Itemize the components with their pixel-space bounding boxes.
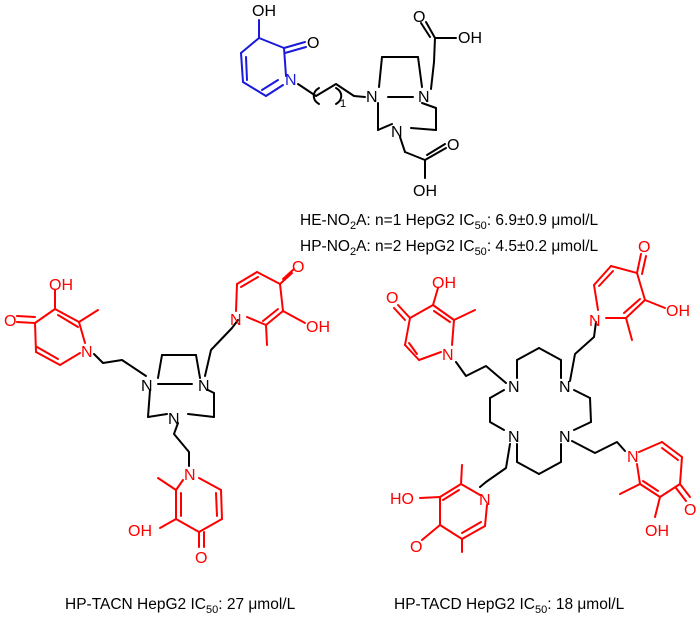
tacn-structure: N N N O OH N [4,259,330,616]
tacd-structure: N N N N O OH N [386,239,696,616]
tacd-topright-n-label: N [589,313,601,330]
top-cooh2-o-label: O [447,137,459,154]
tacd-bottomleft-n-label: N [479,492,491,509]
tacd-n4-label: N [559,429,571,446]
tacd-bottomleft-o-label: O [410,539,422,556]
top-cooh1-oh-label: OH [458,30,482,47]
tacd-topleft-o-label: O [386,290,398,307]
tacn-left-o-label: O [4,313,16,330]
tacd-bottomleft-ho-label: HO [390,491,414,508]
top-caption-2: HP-NO2A: n=2 HepG2 IC50: 4.5±0.2 μmol/L [300,238,599,258]
tacn-bottom-n-label: N [184,467,196,484]
tacn-right-hp-ring [235,268,306,346]
tacd-topleft-n-label: N [442,347,454,364]
top-o-label: O [307,35,319,52]
tacn-right-n-label: N [230,312,242,329]
tacn-n1-label: N [141,378,153,395]
tacd-bottomleft-hp-ring [419,464,488,553]
top-caption-1: HE-NO2A: n=1 HepG2 IC50: 6.9±0.9 μmol/L [300,212,599,232]
tacd-core [455,321,626,488]
tacd-caption: HP-TACD HepG2 IC50: 18 μmol/L [394,596,625,616]
tacd-n1-label: N [508,379,520,396]
top-oh-label: OH [252,3,276,20]
tacn-core [93,319,239,467]
tacd-n3-label: N [508,429,520,446]
tacd-bottomright-hp-ring [619,441,691,518]
tacd-topright-hp-ring [593,253,666,341]
tacd-topright-oh-label: OH [666,303,690,320]
tacd-n2-label: N [559,379,571,396]
tacn-left-hp-ring [16,289,99,366]
top-n2-label: N [418,89,430,106]
tacn-caption: HP-TACN HepG2 IC50: 27 μmol/L [65,596,296,616]
tacd-topleft-oh-label: OH [432,275,456,292]
tacn-right-oh-label: OH [306,319,330,336]
top-n-index: 1 [340,98,346,110]
top-cooh2-oh-label: OH [413,183,437,200]
tacn-left-oh-label: OH [49,277,73,294]
top-n3-label: N [391,124,403,141]
tacn-right-o-label: O [292,259,304,276]
tacd-bottomright-n-label: N [627,449,639,466]
tacd-topleft-hp-ring [393,287,476,361]
tacd-topright-o-label: O [638,239,650,256]
tacd-bottomright-o-label: O [684,502,696,519]
tacn-bottom-hp-ring [157,477,223,548]
tacn-n2-label: N [198,378,210,395]
top-n-ring-label: N [285,72,297,89]
tacn-bottom-o-label: O [195,550,207,567]
tacn-n3-label: N [168,411,180,428]
blue-pyridinone-ring [240,19,307,97]
tacd-bottomright-oh-label: OH [645,523,669,540]
top-tacn-ring [377,21,457,179]
top-cooh1-o-label: O [413,9,425,26]
top-structure: OH O N 1 [240,3,599,258]
top-linker [297,83,366,105]
tacn-bottom-oh-label: OH [128,523,152,540]
top-n1-label: N [366,89,378,106]
tacn-left-n-label: N [81,344,93,361]
